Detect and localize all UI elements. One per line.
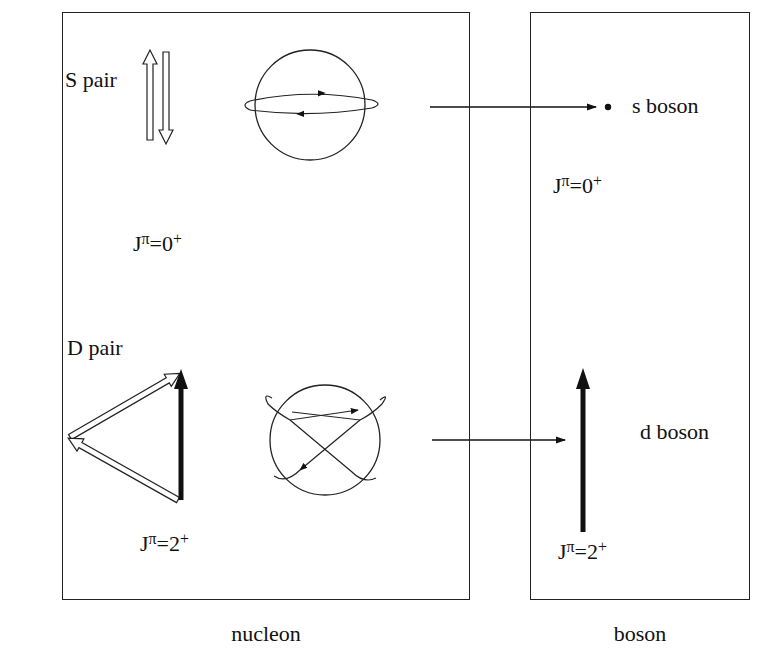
crossing-arrow <box>290 420 376 480</box>
pair-name: D pair <box>67 334 123 363</box>
nucleon-panel: nucleon <box>62 12 470 600</box>
d-boson-arrow <box>581 386 586 532</box>
crossing-arrow <box>274 470 300 479</box>
spin-parity: Jπ=2+ <box>558 538 607 567</box>
rotation-arrow <box>250 108 372 114</box>
d-boson-arrow-head <box>576 368 590 389</box>
bold-arrow <box>179 386 184 500</box>
rotation-arrow <box>297 113 350 114</box>
boson-name: d boson <box>640 418 709 447</box>
spin-up-arrow <box>143 50 157 140</box>
hollow-arrow <box>65 432 182 506</box>
spin-parity: Jπ=2+ <box>140 530 189 559</box>
panel-caption: boson <box>531 621 749 647</box>
spin-parity: Jπ=0+ <box>133 230 182 259</box>
rotation-arrow <box>250 94 378 108</box>
bold-arrow-head <box>174 369 188 389</box>
crossing-arrow <box>300 420 360 470</box>
spin-down-arrow <box>159 52 173 144</box>
d-pair-orbit <box>270 385 380 495</box>
rotation-arrow <box>245 101 250 110</box>
boson-name: s boson <box>632 92 699 121</box>
s-boson-dot <box>605 104 611 110</box>
pair-name: S pair <box>65 66 117 95</box>
spin-parity: Jπ=0+ <box>553 172 602 201</box>
panel-caption: nucleon <box>63 621 469 647</box>
mapping-arrow <box>430 106 596 107</box>
hollow-arrow <box>66 367 183 443</box>
mapping-arrow <box>432 439 565 440</box>
s-pair-orbit <box>255 50 365 160</box>
crossing-arrow <box>266 396 358 420</box>
rotation-arrow <box>270 93 325 96</box>
crossing-arrow <box>292 397 386 420</box>
